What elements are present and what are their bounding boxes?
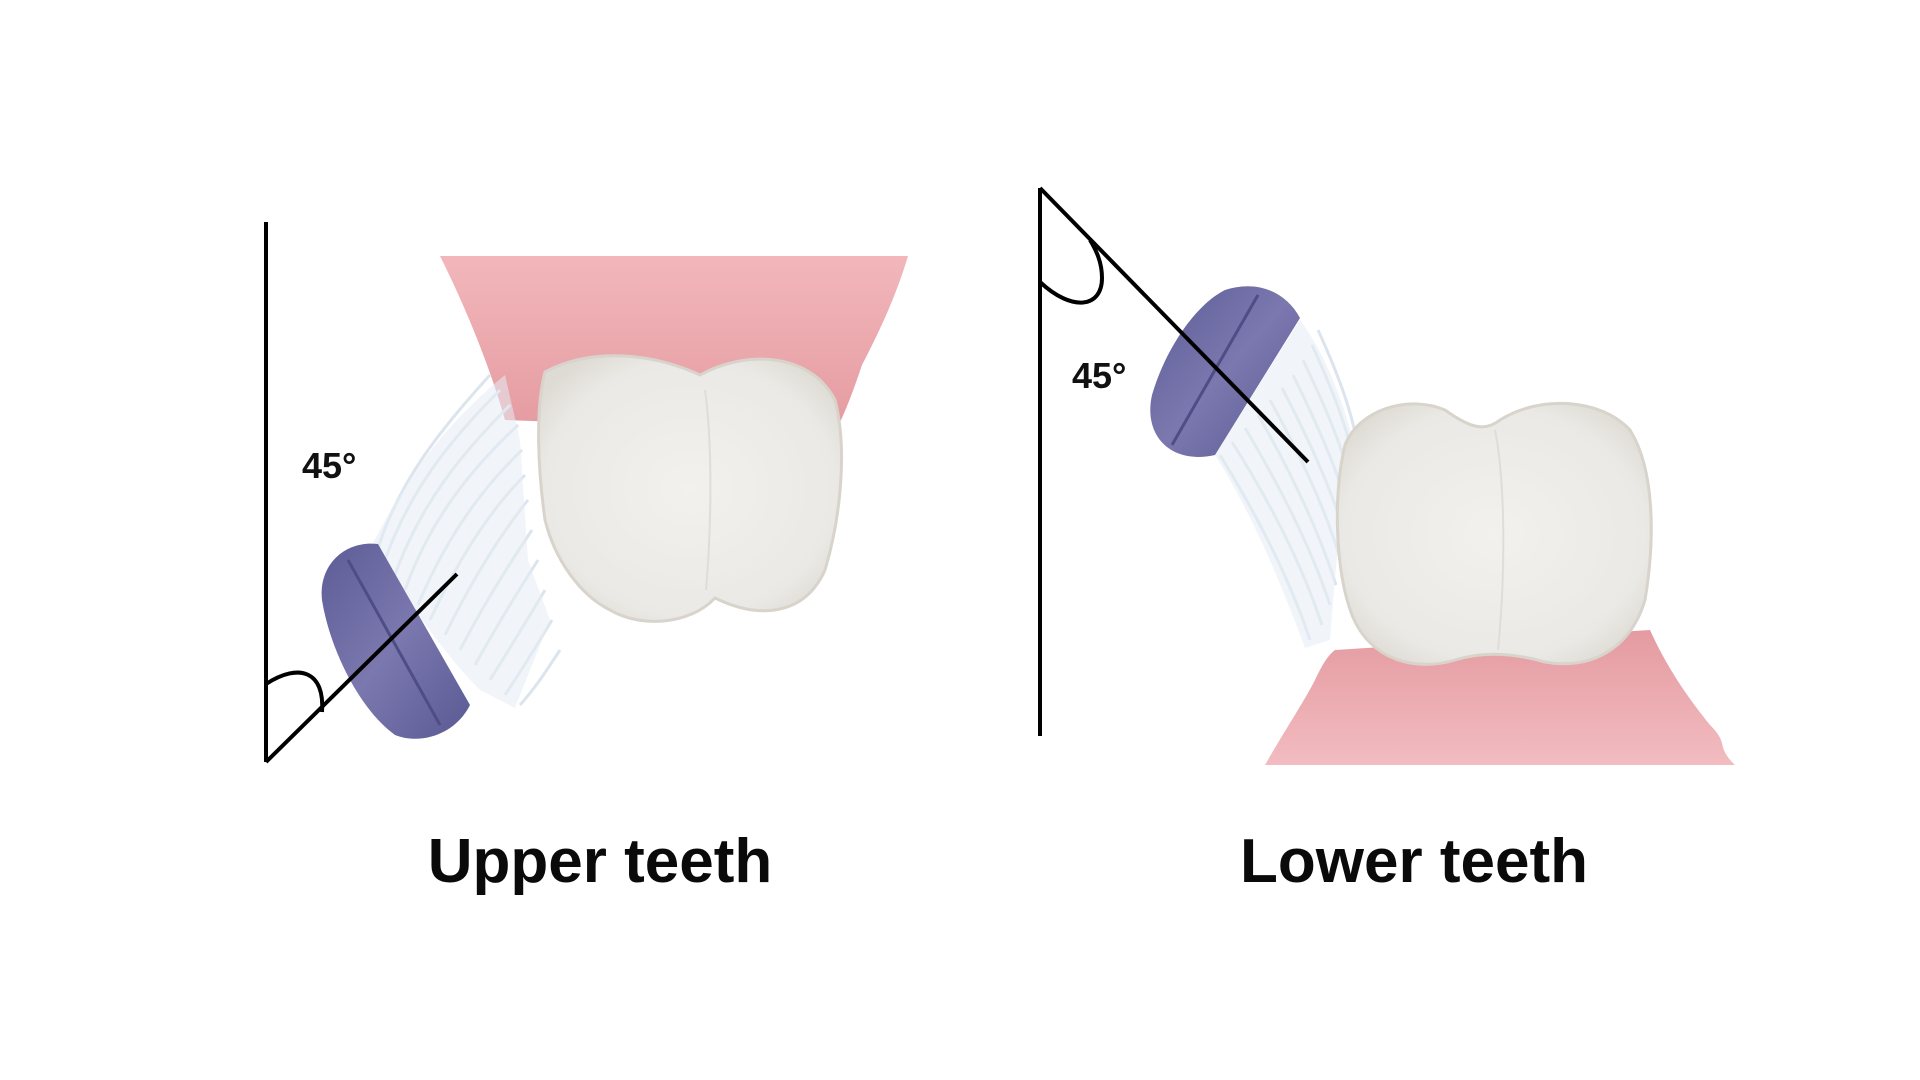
upper-angle-line	[264, 572, 459, 764]
lower-angle-arc	[1038, 238, 1105, 305]
lower-tooth	[1335, 401, 1653, 666]
upper-tooth-groove	[704, 389, 712, 591]
upper-angle-label: 45°	[302, 445, 356, 486]
lower-angle-label: 45°	[1072, 355, 1126, 396]
upper-teeth-caption: Upper teeth	[428, 827, 772, 896]
lower-tooth-groove	[1494, 429, 1505, 651]
upper-bristle-body	[372, 375, 550, 708]
upper-tooth	[537, 354, 844, 623]
upper-teeth-panel: 45° Upper teeth	[264, 222, 908, 896]
lower-angle-line	[1038, 186, 1310, 464]
upper-angle-arc	[264, 670, 325, 713]
lower-gum	[1265, 630, 1735, 765]
upper-brush-head	[321, 543, 470, 739]
lower-teeth-caption: Lower teeth	[1240, 827, 1588, 896]
lower-teeth-panel: 45° Lower teeth	[1038, 186, 1735, 896]
lower-brush-head	[1150, 286, 1300, 457]
